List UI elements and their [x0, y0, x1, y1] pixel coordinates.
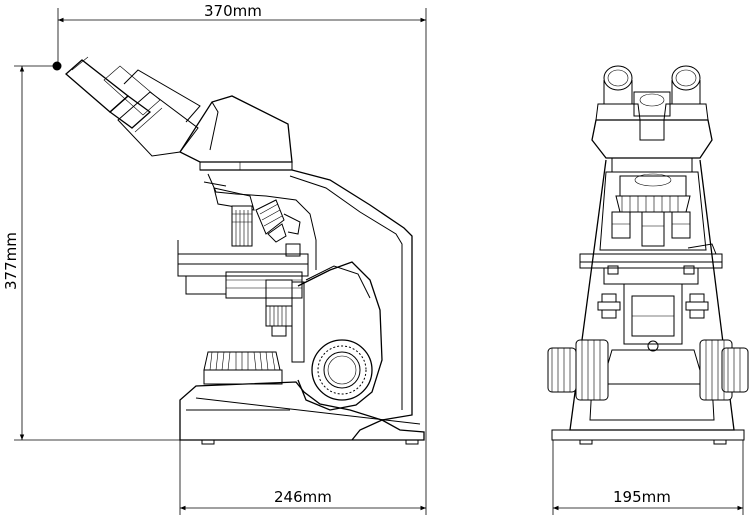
side-view — [52, 56, 425, 445]
eyepiece-reference-dot — [52, 61, 62, 71]
side-nosepiece — [213, 187, 301, 247]
dimension-377mm: 377mm — [2, 65, 180, 441]
side-stage-knob — [265, 305, 293, 337]
front-base — [551, 159, 745, 445]
side-observation-head — [179, 95, 293, 171]
dimension-370mm: 370mm — [57, 2, 427, 440]
front-view — [547, 65, 749, 445]
front-left-focus-wheel — [547, 339, 609, 401]
side-stage — [177, 240, 309, 363]
dimension-246mm: 246mm — [179, 440, 427, 515]
front-stage — [579, 243, 723, 285]
side-eyepiece — [65, 56, 201, 157]
front-observation-head — [591, 119, 713, 173]
front-condenser — [597, 283, 709, 352]
dimension-label-195mm: 195mm — [613, 488, 671, 506]
front-nosepiece — [611, 195, 691, 247]
front-right-focus-wheel — [699, 339, 749, 401]
side-focus-wheel — [311, 339, 373, 401]
side-condenser-knob — [203, 351, 283, 385]
dimension-label-370mm: 370mm — [204, 2, 262, 20]
side-base — [179, 381, 425, 445]
dimension-label-246mm: 246mm — [274, 488, 332, 506]
front-eyepieces — [595, 65, 709, 121]
dimension-195mm: 195mm — [552, 440, 744, 515]
side-arm — [200, 169, 413, 441]
dimension-label-377mm: 377mm — [2, 232, 20, 290]
